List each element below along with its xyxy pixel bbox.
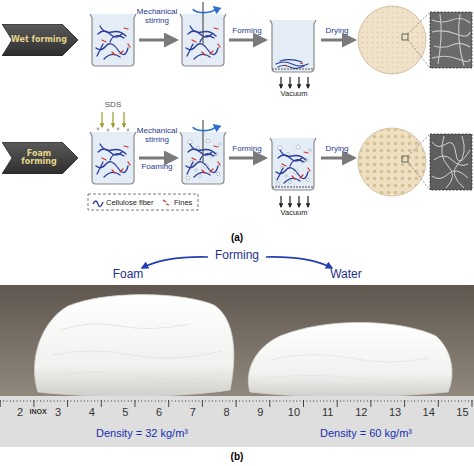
step-label: Foaming <box>129 163 185 172</box>
vacuum-arrows <box>281 77 308 88</box>
vacuum-arrows <box>281 196 308 207</box>
process-name: Foam forming <box>10 142 68 174</box>
foam-bubbles <box>186 139 221 180</box>
foam-formed-sample <box>35 295 234 397</box>
density-value: Density = 32 kg/m³ <box>62 427 222 439</box>
sds-particles <box>97 128 130 132</box>
ruler-number: 13 <box>383 406 407 418</box>
zoom-region <box>402 156 408 162</box>
foam-forming-row <box>88 112 472 210</box>
ruler-number: INOX <box>24 408 52 416</box>
legend-box <box>88 194 198 210</box>
ruler-number: 5 <box>113 406 137 418</box>
zoom-region <box>402 34 408 40</box>
photograph <box>0 285 474 447</box>
step-label: Mechanical stirring <box>129 127 185 145</box>
ruler-number: 6 <box>147 406 171 418</box>
process-arrow <box>139 157 176 160</box>
wire-mesh <box>272 69 314 70</box>
legend-entry: Fines <box>160 196 192 208</box>
stirrer-shaft <box>202 120 203 162</box>
sem-inset <box>430 12 472 68</box>
dried-sheet <box>358 6 426 74</box>
stirrer-shaft <box>202 2 203 44</box>
ruler-number: 12 <box>349 406 373 418</box>
vacuum-note: Vacuum <box>269 90 319 98</box>
process-arrow <box>321 39 354 42</box>
ruler-ticks <box>0 396 474 407</box>
rotation-arrow <box>193 7 215 13</box>
vacuum-note: Vacuum <box>269 209 319 217</box>
water-formed-sample <box>248 322 452 396</box>
process-arrow <box>229 157 265 160</box>
panel-letter: (a) <box>222 232 252 243</box>
fiber-suspension <box>96 26 130 59</box>
legend-entry: Cellulose fiber <box>92 196 154 208</box>
wet-forming-row <box>90 2 472 88</box>
ruler-number: 11 <box>316 406 340 418</box>
ruler-number: 2 <box>10 406 30 418</box>
ruler-number: 10 <box>282 406 306 418</box>
fiber-sample <box>93 201 103 207</box>
legend-text: Cellulose fiber <box>106 198 154 207</box>
step-label: Forming <box>222 27 272 36</box>
fiber-suspension <box>96 144 130 177</box>
chevron-shape <box>2 142 78 174</box>
density-value: Density = 60 kg/m³ <box>286 427 446 439</box>
ruler-number: 8 <box>215 406 239 418</box>
zoom-leader <box>408 162 430 190</box>
forming-mould <box>270 138 316 190</box>
panel-letter: (b) <box>222 451 252 462</box>
process-arrow <box>229 39 265 42</box>
ruler-number: 14 <box>417 406 441 418</box>
ruler-number: 4 <box>80 406 104 418</box>
process-arrow <box>321 157 354 160</box>
zoom-leader <box>408 40 430 68</box>
process-arrow <box>139 39 176 42</box>
zoom-leader <box>408 134 430 156</box>
foam-bubbles <box>276 145 311 186</box>
forming-mould <box>270 20 316 72</box>
method-label: Water <box>316 268 376 281</box>
ruler <box>0 396 474 447</box>
process-chevron: Wet forming <box>2 24 78 56</box>
dried-sheet <box>358 128 426 196</box>
chevron-shape <box>2 24 78 56</box>
ruler-number: 9 <box>248 406 272 418</box>
fiber-foam <box>276 150 310 183</box>
process-name: Wet forming <box>10 24 68 56</box>
ruler-number: 15 <box>450 406 474 418</box>
beaker <box>90 132 136 184</box>
rotation-arrow <box>193 125 215 131</box>
step-label: Mechanical stirring <box>129 8 185 26</box>
process-chevron: Foam forming <box>2 142 78 174</box>
fines-sample <box>163 200 169 205</box>
method-label: Forming <box>202 249 272 262</box>
additive-label: SDS <box>98 101 128 110</box>
step-label: Drying <box>312 145 362 154</box>
method-label: Foam <box>98 268 158 281</box>
legend-sample <box>92 196 104 208</box>
step-label: Drying <box>312 27 362 36</box>
legend-sample <box>160 196 172 208</box>
zoom-leader <box>408 12 430 34</box>
sds-arrows <box>102 112 124 127</box>
ruler-number: 7 <box>181 406 205 418</box>
wire-mesh <box>272 187 314 188</box>
sem-inset <box>430 134 472 190</box>
legend-text: Fines <box>174 198 192 207</box>
settled-fibers <box>276 60 308 69</box>
step-label: Forming <box>222 145 272 154</box>
ruler-number: 3 <box>46 406 70 418</box>
beaker <box>90 14 136 66</box>
